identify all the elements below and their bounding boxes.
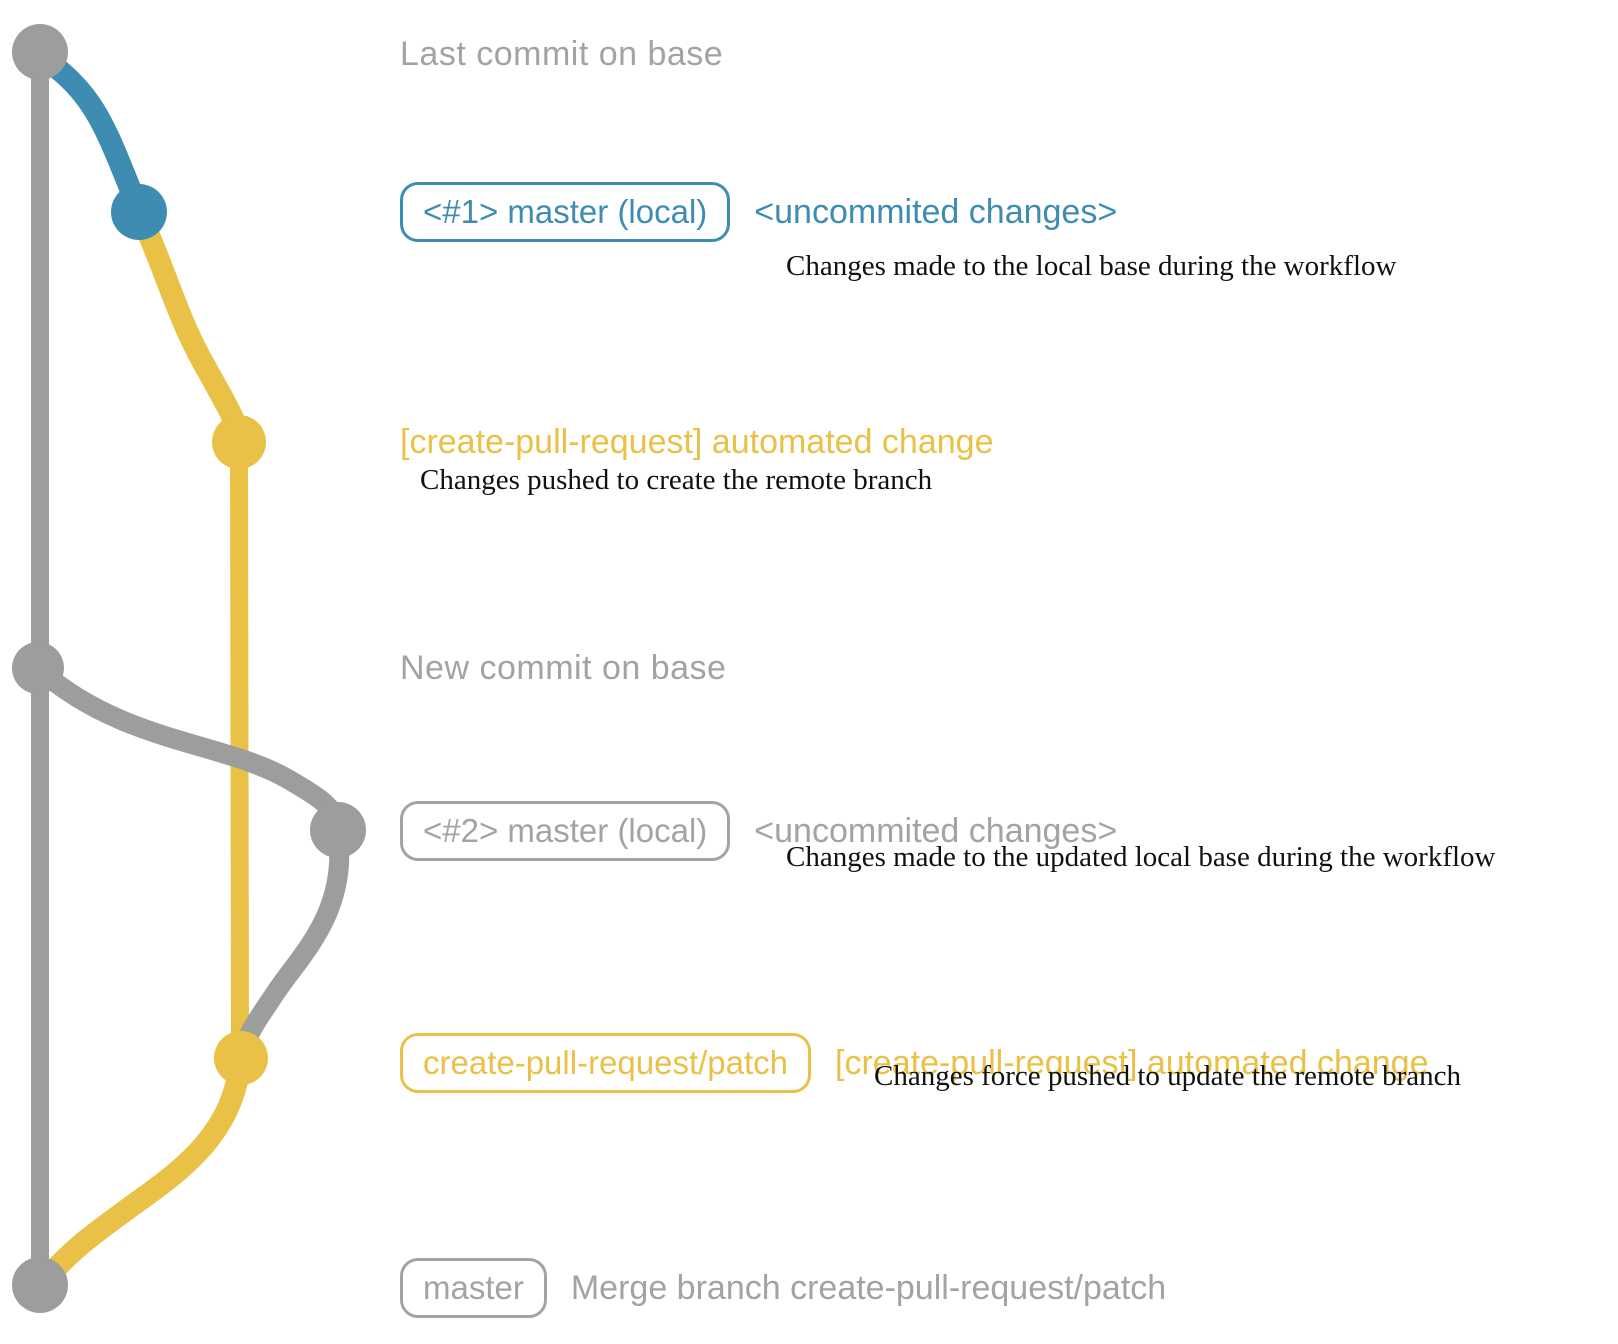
new-commit-label: New commit on base — [400, 648, 727, 687]
row-commit1: <#1> master (local) <uncommited changes> — [400, 182, 1117, 242]
branch-badge-master: master — [400, 1258, 547, 1318]
row-last-commit: Last commit on base — [400, 24, 723, 84]
remote-branch-curve-top — [130, 205, 250, 449]
push1-message: [create-pull-request] automated change — [400, 422, 994, 461]
row-new-commit: New commit on base — [400, 638, 726, 698]
commit-node-local-1 — [111, 184, 167, 240]
commit-node-remote-2 — [214, 1031, 268, 1085]
remote-branch-merge-curve — [35, 1051, 251, 1291]
last-commit-label: Last commit on base — [400, 34, 724, 73]
row-commit2: <#2> master (local) <uncommited changes> — [400, 800, 1117, 862]
commit1-annotation: Changes made to the local base during th… — [786, 250, 1397, 282]
updated-base-curve-out — [30, 660, 348, 836]
push1-annotation: Changes pushed to create the remote bran… — [420, 464, 933, 496]
commit1-message: <uncommited changes> — [754, 192, 1118, 231]
push2-annotation: Changes force pushed to update the remot… — [874, 1060, 1462, 1092]
push2-message: [create-pull-request] automated change — [835, 1043, 1429, 1082]
commit-node-last-base — [12, 24, 68, 80]
local-change-curve-1 — [35, 49, 148, 216]
merge-message: Merge branch create-pull-request/patch — [570, 1268, 1167, 1307]
branch-badge-master-local-2: <#2> master (local) — [400, 801, 731, 861]
branch-badge-create-pull-request-patch: create-pull-request/patch — [400, 1033, 812, 1093]
commit-node-remote-1 — [212, 415, 266, 469]
row-push1: [create-pull-request] automated change — [400, 412, 993, 472]
commit2-message: <uncommited changes> — [754, 811, 1118, 850]
branch-badge-master-local-1: <#1> master (local) — [400, 182, 731, 242]
row-push2: create-pull-request/patch [create-pull-r… — [400, 1032, 1429, 1094]
row-merge: master Merge branch create-pull-request/… — [400, 1257, 1166, 1319]
updated-base-curve-in — [233, 824, 350, 1062]
commit-node-local-2 — [310, 802, 366, 858]
commit-node-merge — [12, 1257, 68, 1313]
commit2-annotation: Changes made to the updated local base d… — [786, 841, 1496, 873]
commit-node-new-base — [12, 642, 64, 694]
